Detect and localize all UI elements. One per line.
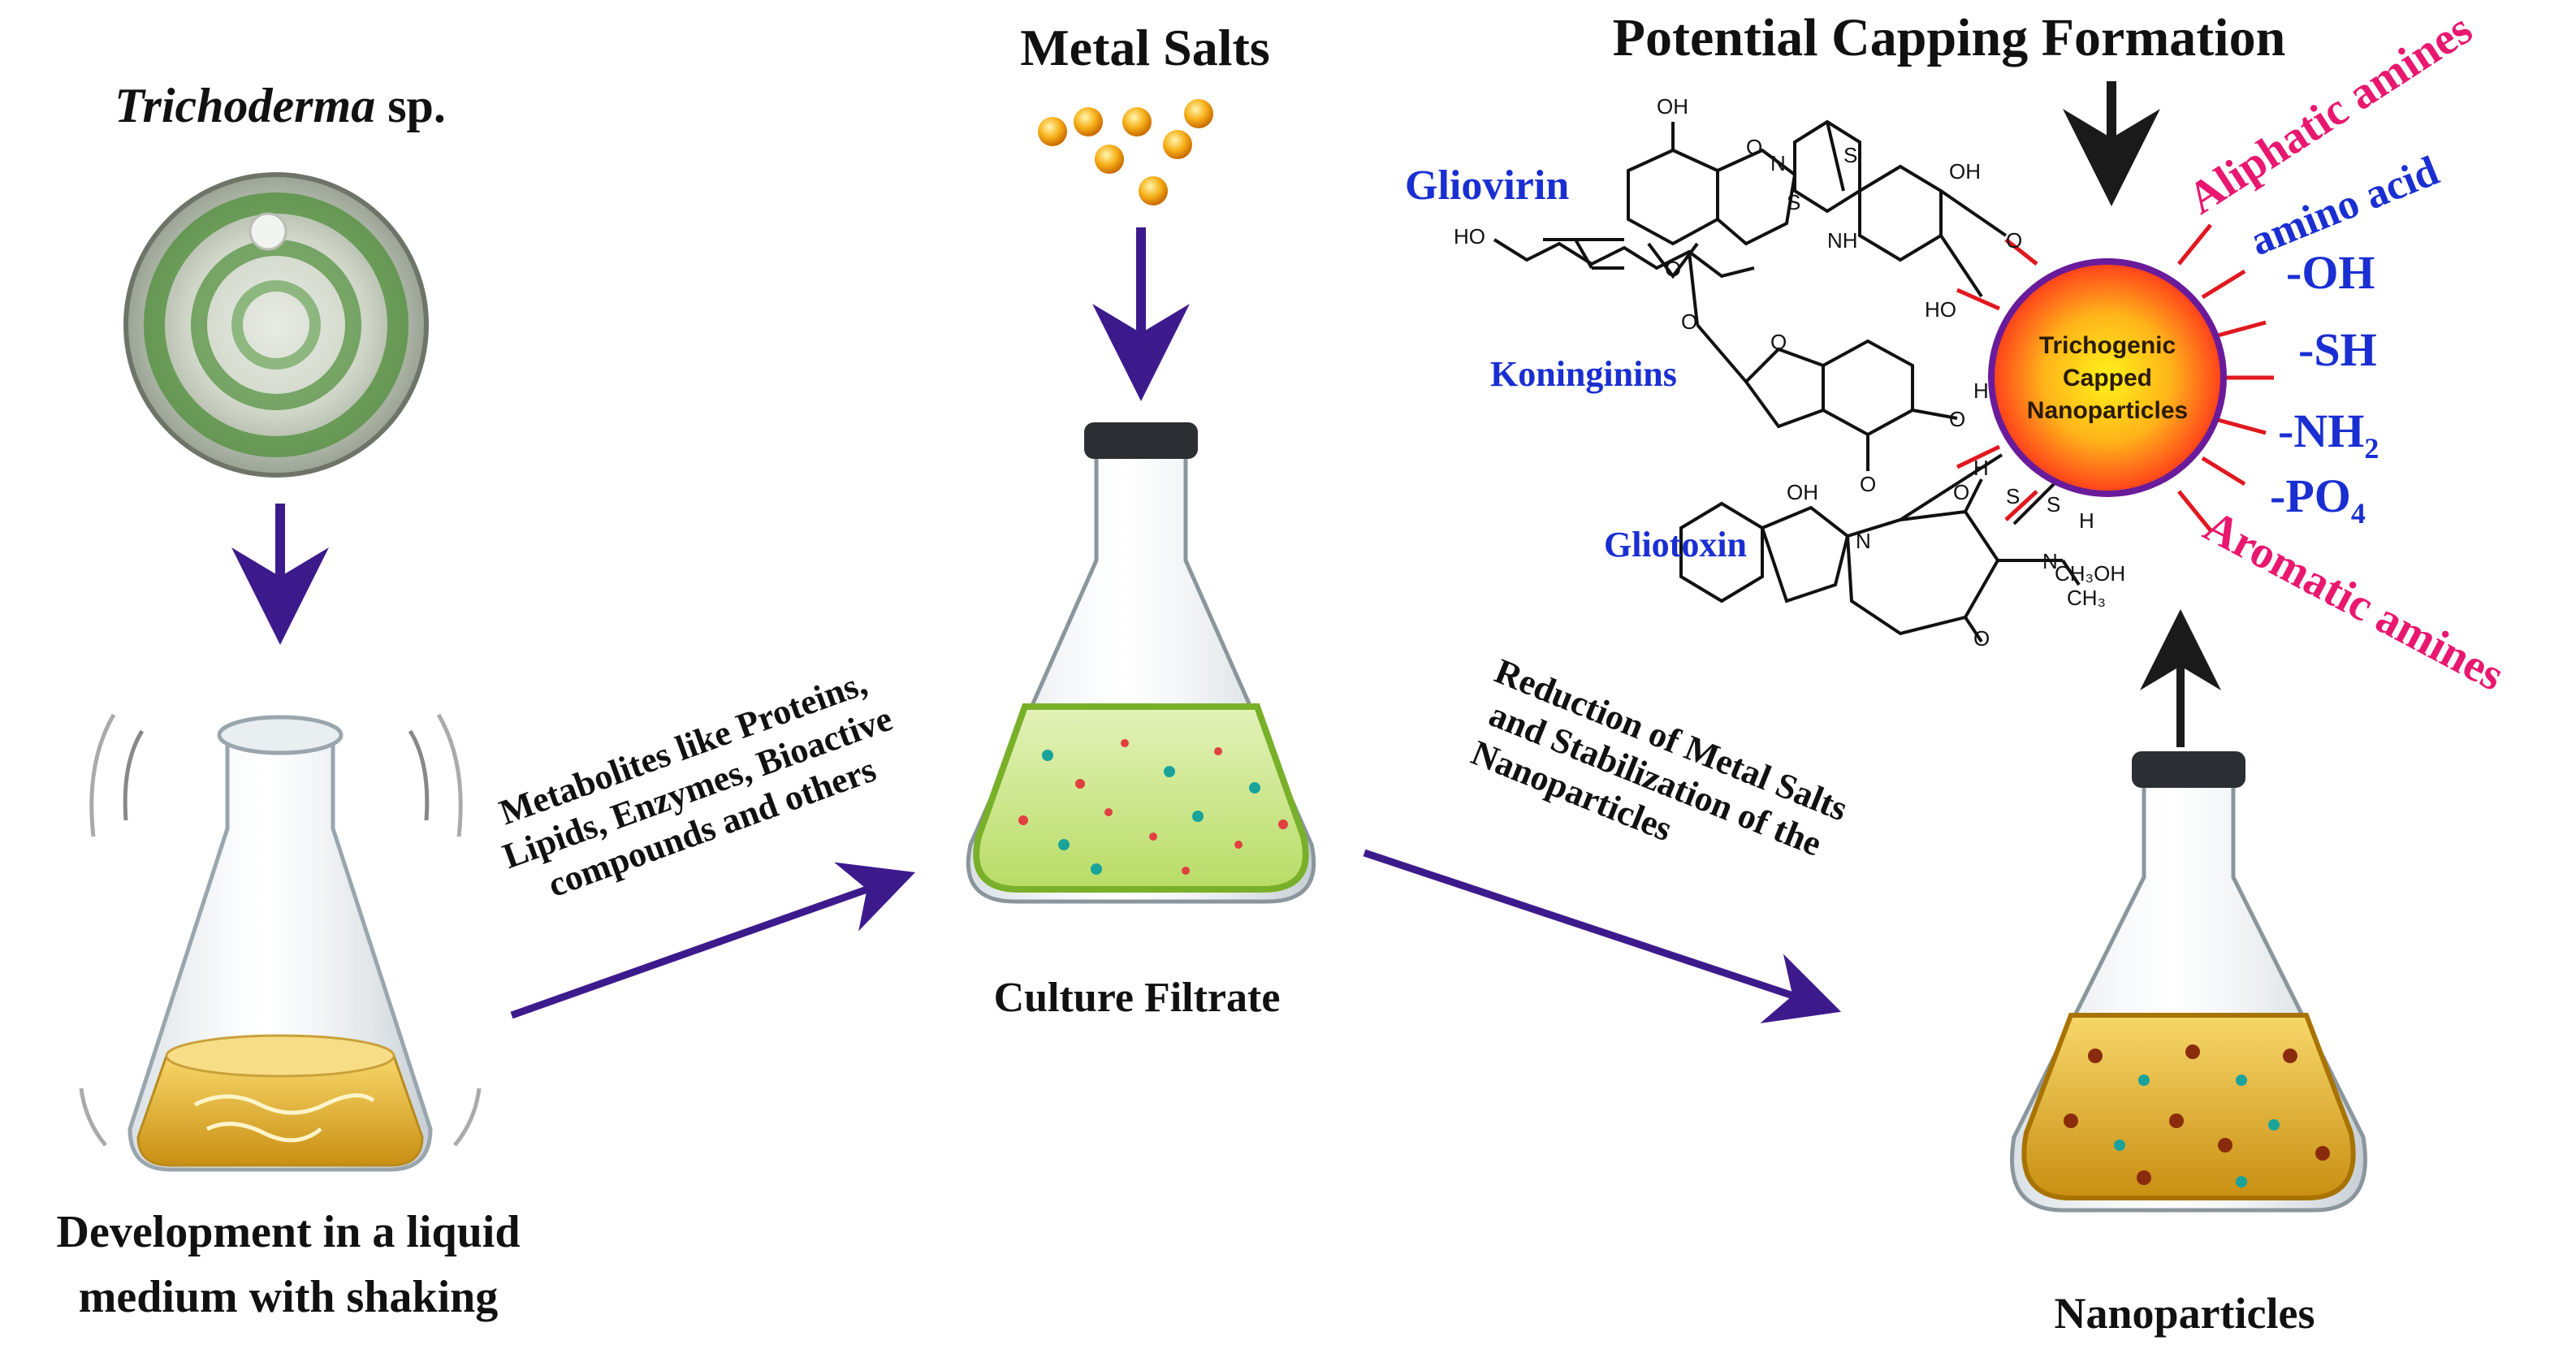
metal-salts-label: Metal Salts	[1020, 19, 1270, 76]
particle-dots	[1018, 739, 1288, 875]
metal-salts-icon	[1038, 99, 1213, 205]
atom-ho-2: HO	[1454, 224, 1485, 249]
po4-group-label: -PO4	[2270, 469, 2366, 530]
atom-o-3: O	[1665, 257, 1681, 281]
nanoparticle-flask-icon	[2010, 751, 2367, 1213]
nanoparticle-dots	[2064, 1044, 2330, 1187]
arrow-reduction	[1363, 849, 1842, 1023]
np-core-line3: Nanoparticles	[2027, 397, 2188, 424]
atom-h-3: H	[2079, 508, 2094, 533]
shaking-flask-icon	[79, 713, 482, 1172]
nanoparticle-core	[1988, 258, 2227, 497]
atom-n-3: N	[2042, 549, 2058, 573]
sh-group-label: -SH	[2298, 323, 2377, 376]
atom-ch3: CH₃	[2067, 586, 2106, 610]
atom-o-5: O	[1770, 330, 1787, 354]
atom-s-2: S	[1787, 190, 1800, 214]
gliotoxin-structure	[1679, 453, 2081, 643]
atom-o-8: O	[1953, 480, 1969, 504]
atom-o-7: O	[1949, 407, 1965, 431]
nanoparticle-spokes	[1956, 223, 2274, 532]
development-label-line1: Development in a liquid	[57, 1207, 521, 1257]
gliovirin-label: Gliovirin	[1405, 162, 1569, 209]
atom-ch3oh: CH₃OH	[2055, 561, 2125, 586]
atom-s-1: S	[1843, 143, 1857, 167]
np-core-line1: Trichogenic	[2039, 332, 2176, 359]
atom-o-6: O	[1860, 472, 1876, 496]
koninginins-label: Koninginins	[1490, 354, 1677, 394]
aromatic-amines-label: Aromatic amines	[2196, 501, 2512, 701]
nh2-group-label: -NH2	[2278, 404, 2379, 465]
atom-o-9: O	[1973, 626, 1990, 651]
atom-h-2: H	[1973, 456, 1989, 480]
arrow-metabolites	[510, 862, 915, 1019]
atom-s-4: S	[2047, 492, 2060, 517]
culture-filtrate-label: Culture Filtrate	[994, 975, 1281, 1021]
atom-n-2: N	[1856, 529, 1871, 553]
nanoparticles-label: Nanoparticles	[2055, 1289, 2315, 1338]
atom-oh-1: OH	[1657, 94, 1688, 119]
atom-oh-2: OH	[1949, 159, 1981, 184]
gliovirin-structure	[1543, 119, 2008, 298]
atom-o-4: O	[1681, 309, 1697, 334]
atom-nh-1: NH	[1827, 228, 1858, 253]
metabolites-label: Metabolites like Proteins, Lipids, Enzym…	[495, 663, 897, 905]
reduction-label: Reduction of Metal Salts and Stabilizati…	[1466, 651, 1853, 863]
atom-oh-3: OH	[1787, 480, 1818, 504]
development-label-line2: medium with shaking	[79, 1272, 499, 1322]
np-core-line2: Capped	[2063, 365, 2152, 391]
atom-n-1: N	[1770, 151, 1786, 175]
koninginin-structure	[1493, 238, 1958, 471]
atom-h-1: H	[1973, 378, 1989, 403]
capping-title: Potential Capping Formation	[1613, 8, 2286, 67]
oh-group-label: -OH	[2286, 246, 2375, 299]
culture-filtrate-flask-icon	[966, 422, 1316, 904]
atom-ho-1: HO	[1925, 297, 1956, 322]
petri-plate-icon	[123, 172, 429, 478]
atom-o-2: O	[2006, 228, 2022, 253]
atom-s-3: S	[2006, 484, 2020, 508]
organism-label: Trichoderma sp.	[115, 79, 446, 132]
atom-o-1: O	[1746, 135, 1762, 159]
gliotoxin-label: Gliotoxin	[1604, 525, 1747, 564]
